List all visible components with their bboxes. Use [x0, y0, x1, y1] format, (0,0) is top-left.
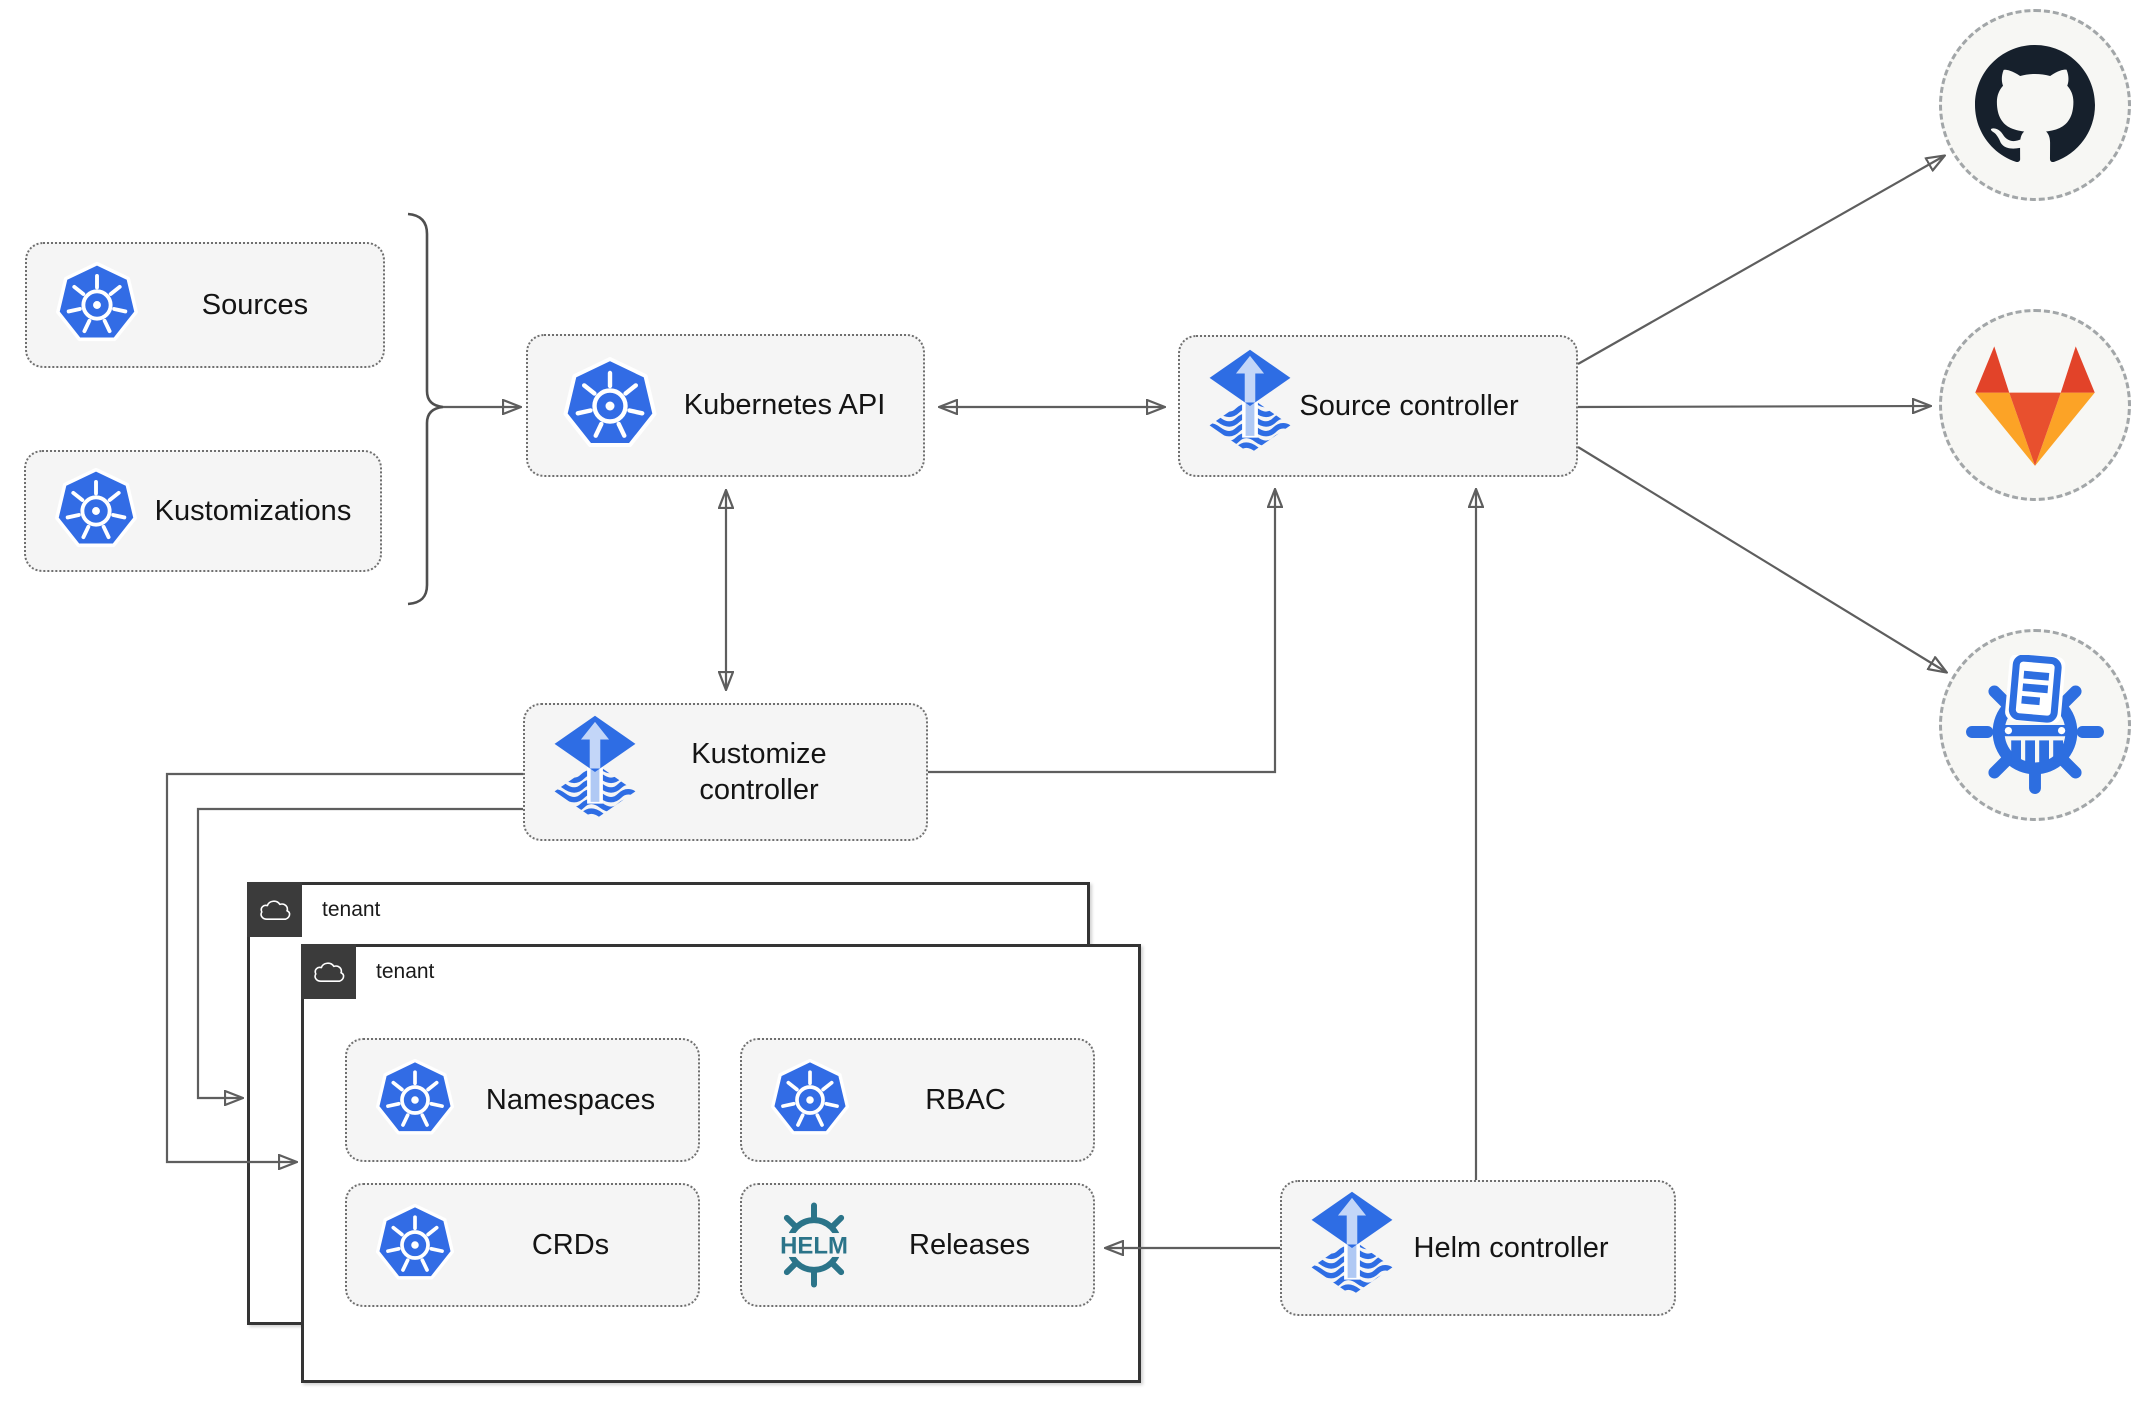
endpoint-github	[1939, 9, 2131, 201]
tenant-label: tenant	[322, 898, 381, 921]
flux-icon	[1206, 348, 1294, 464]
flux-icon	[551, 714, 639, 830]
node-kustomizations: Kustomizations	[24, 450, 382, 572]
node-label: Kustomize controller	[691, 737, 827, 806]
node-source-controller: Source controller	[1178, 335, 1578, 477]
tenant-tab	[247, 882, 302, 937]
node-label: Source controller	[1299, 389, 1519, 422]
node-label: Kubernetes API	[683, 389, 886, 422]
kubernetes-icon	[52, 467, 140, 555]
node-label: Namespaces	[485, 1083, 656, 1116]
node-label: Sources	[201, 288, 309, 321]
cloud-icon	[312, 958, 346, 986]
kubernetes-icon	[560, 356, 660, 456]
tenant-label: tenant	[376, 960, 435, 983]
node-kubernetes-api: Kubernetes API	[526, 334, 925, 477]
endpoint-kustomize	[1939, 629, 2131, 821]
grouping-brace	[407, 212, 444, 606]
kubernetes-icon	[373, 1203, 457, 1287]
helm-icon: HELM	[768, 1202, 860, 1288]
cloud-icon	[258, 896, 292, 924]
flux-icon	[1308, 1190, 1396, 1306]
node-rbac: RBAC	[740, 1038, 1095, 1162]
tenant-box-front: tenant	[301, 944, 1141, 1383]
tenant-tab	[301, 944, 356, 999]
helm-logo-text: HELM	[780, 1232, 848, 1259]
gitlab-icon	[1967, 341, 2103, 470]
kustomize-wheel-icon	[1965, 655, 2105, 795]
node-releases: HELM Releases	[740, 1183, 1095, 1307]
node-helm-controller: Helm controller	[1280, 1180, 1676, 1316]
edge-source-to-gitlab	[1577, 406, 1930, 407]
kubernetes-icon	[768, 1058, 852, 1142]
kubernetes-icon	[373, 1058, 457, 1142]
node-label: CRDs	[531, 1228, 610, 1261]
node-label: RBAC	[925, 1083, 1006, 1116]
kubernetes-icon	[53, 261, 141, 349]
node-namespaces: Namespaces	[345, 1038, 700, 1162]
node-crds: CRDs	[345, 1183, 700, 1307]
node-kustomize-controller: Kustomize controller	[523, 703, 928, 841]
edge-kustomize-to-source-controller	[928, 490, 1275, 774]
edge-source-to-github	[1577, 156, 1944, 365]
edge-source-to-kustomize-endpoint	[1577, 446, 1946, 672]
node-label: Releases	[909, 1228, 1030, 1261]
node-label: Kustomizations	[154, 494, 352, 527]
endpoint-gitlab	[1939, 309, 2131, 501]
github-icon	[1975, 45, 2095, 165]
node-label: Helm controller	[1413, 1231, 1609, 1264]
node-sources: Sources	[25, 242, 385, 368]
